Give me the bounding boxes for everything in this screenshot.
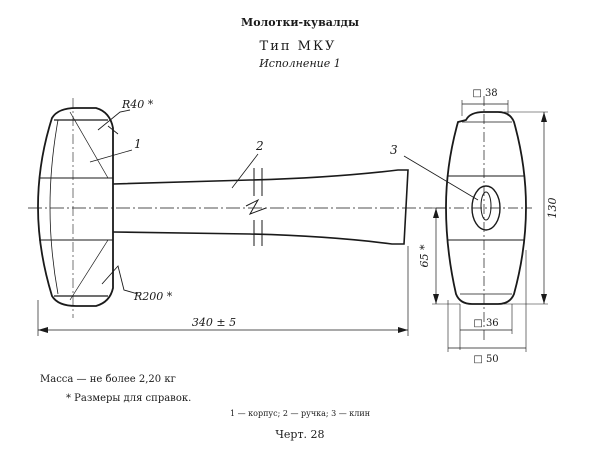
r200-leader [101, 265, 139, 295]
offset-arrows [433, 208, 439, 304]
r40-leader [97, 109, 131, 135]
handle-eye [471, 185, 501, 231]
r200-label: R200 * [133, 290, 173, 303]
part3-callout: 3 [390, 143, 398, 157]
hammer-head-outline [37, 107, 114, 307]
hammer-handle-outline [112, 169, 409, 245]
top-width-label: □ 38 [472, 88, 497, 99]
reference-note: * Размеры для справок. [66, 393, 191, 404]
hammer-side-view [28, 98, 432, 318]
mass-note: Масса — не более 2,20 кг [40, 374, 176, 385]
part1-callout: 1 [134, 137, 142, 151]
overall-length-dimension [37, 246, 409, 336]
head-diagonal-1 [69, 111, 109, 179]
height-label: 130 [546, 198, 559, 219]
bottom-width-50-label: □ 50 [473, 354, 498, 365]
parts-legend: 1 — корпус; 2 — ручка; 3 — клин [230, 409, 370, 418]
head-inner-contour [49, 119, 59, 295]
variant-label: Исполнение 1 [258, 57, 341, 70]
bottom-width-36-label: □ 36 [473, 318, 498, 329]
wedge [480, 191, 492, 221]
offset-label: 65 * [418, 244, 431, 267]
drawing-title: Молотки-кувалды [241, 16, 359, 29]
drawing-number: Черт. 28 [275, 428, 324, 441]
part1-leader [89, 149, 133, 163]
part2-leader [231, 153, 259, 189]
type-label: Тип МКУ [260, 39, 337, 54]
part2-callout: 2 [255, 139, 264, 153]
front-head-outline [445, 111, 527, 305]
handle-break-mark [245, 168, 267, 246]
overall-length-label: 340 ± 5 [192, 316, 236, 329]
hammer-front-view [403, 96, 548, 352]
front-inner-contour [460, 121, 512, 295]
r40-label: R40 * [121, 98, 154, 111]
part3-leader [403, 155, 479, 201]
head-diagonal-2 [69, 239, 109, 301]
